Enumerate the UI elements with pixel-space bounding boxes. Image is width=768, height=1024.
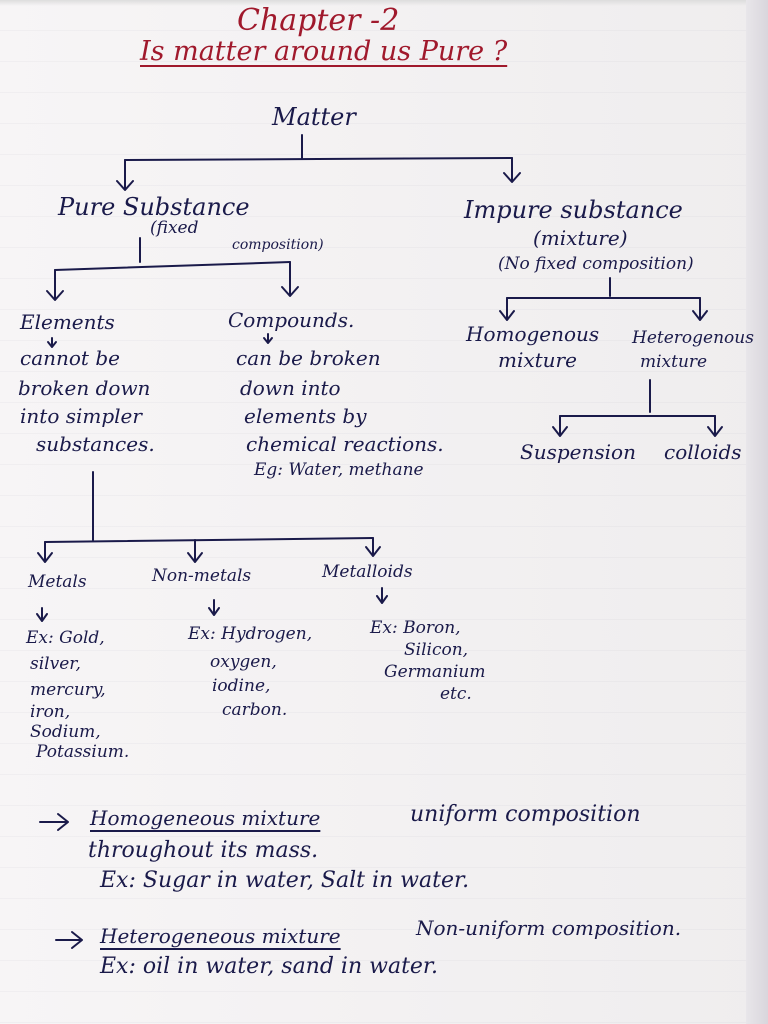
elements-desc-4: substances. [36, 432, 155, 456]
heterogeneous-note-term: Heterogeneous mixture [100, 924, 341, 948]
pure-substance-detail: (fixed [150, 218, 199, 238]
homogeneous-note-example: Ex: Sugar in water, Salt in water. [100, 868, 470, 893]
compounds-desc-4: chemical reactions. [246, 432, 444, 456]
elements-desc-1: cannot be [20, 346, 120, 370]
impure-substance-node: Impure substance [464, 196, 683, 224]
compounds-desc-3: elements by [244, 404, 367, 428]
nonmetals-node: Non-metals [152, 566, 252, 586]
chapter-heading: Chapter -2 [237, 3, 400, 38]
homogeneous-note-definition: uniform composition [410, 802, 641, 827]
impure-substance-detail: (No fixed composition) [498, 254, 694, 274]
metals-example-6: Potassium. [36, 742, 130, 762]
metalloids-example-3: Germanium [384, 662, 486, 682]
metalloids-node: Metalloids [322, 562, 413, 582]
compounds-node: Compounds. [228, 308, 355, 332]
nonmetals-example-4: carbon. [222, 700, 288, 720]
metals-example-5: Sodium, [30, 722, 101, 742]
homogenous-node: Homogenous [466, 322, 600, 346]
homogeneous-note-term: Homogeneous mixture [90, 806, 321, 830]
pure-substance-detail-2: composition) [232, 237, 324, 253]
elements-desc-2: broken down [18, 376, 151, 400]
page-title: Is matter around us Pure ? [140, 36, 508, 67]
page-top-edge [0, 0, 768, 6]
homogenous-node-2: mixture [498, 348, 577, 372]
matter-node: Matter [272, 103, 356, 131]
compounds-example: Eg: Water, methane [254, 460, 424, 480]
metals-example-3: mercury, [30, 680, 106, 700]
compounds-desc-2: down into [240, 376, 341, 400]
metalloids-example-1: Ex: Boron, [370, 618, 461, 638]
heterogenous-node: Heterogenous [632, 328, 754, 348]
pure-substance-node: Pure Substance [58, 193, 250, 221]
heterogeneous-note-definition: Non-uniform composition. [416, 916, 682, 940]
heterogeneous-note-example: Ex: oil in water, sand in water. [100, 954, 439, 979]
metalloids-example-2: Silicon, [404, 640, 469, 660]
page-right-edge [746, 0, 768, 1024]
metals-example-2: silver, [30, 654, 81, 674]
metalloids-example-4: etc. [440, 684, 472, 704]
elements-desc-3: into simpler [20, 404, 142, 428]
colloids-node: colloids [664, 440, 742, 464]
metals-example-4: iron, [30, 702, 71, 722]
heterogenous-node-2: mixture [640, 352, 708, 372]
suspension-node: Suspension [520, 440, 636, 464]
impure-substance-alt: (mixture) [533, 226, 628, 250]
nonmetals-example-2: oxygen, [210, 652, 277, 672]
metals-node: Metals [28, 572, 87, 592]
elements-node: Elements [20, 310, 115, 334]
homogeneous-note-line2: throughout its mass. [88, 838, 319, 863]
nonmetals-example-1: Ex: Hydrogen, [188, 624, 313, 644]
compounds-desc-1: can be broken [236, 346, 381, 370]
metals-example-1: Ex: Gold, [26, 628, 105, 648]
nonmetals-example-3: iodine, [212, 676, 271, 696]
